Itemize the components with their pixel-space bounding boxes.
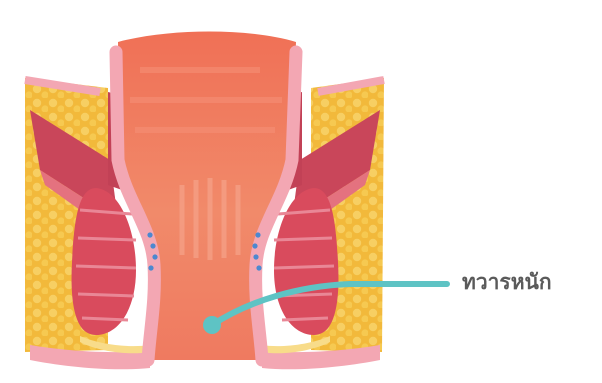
rectum-lumen [118, 32, 296, 361]
anus-label: ทวารหนัก [462, 266, 552, 299]
